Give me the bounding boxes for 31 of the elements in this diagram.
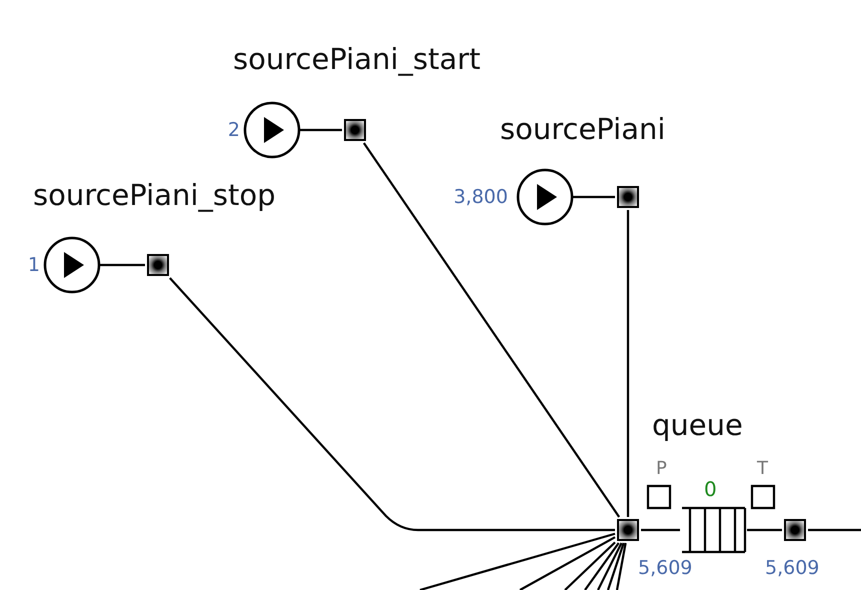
port-box (147, 254, 169, 276)
connector-line (169, 277, 615, 532)
connector-line (641, 528, 680, 532)
connector-line (564, 542, 616, 590)
port-box (617, 519, 639, 541)
port-letter: T (757, 459, 768, 479)
block-name: sourcePiani (500, 112, 666, 146)
connector-line (420, 532, 616, 590)
connector-line (584, 542, 620, 590)
connector-line (519, 536, 616, 590)
block-name: sourcePiani_stop (33, 178, 276, 212)
connector-line (362, 142, 620, 518)
block-name: queue (652, 408, 743, 442)
connector-line (808, 528, 861, 532)
connector-line (300, 128, 342, 132)
port-letter: P (656, 459, 667, 479)
connector-line (100, 264, 145, 266)
count-label: 1 (28, 254, 40, 276)
block-name: sourcePiani_start (233, 42, 480, 76)
connector-line (573, 196, 615, 198)
connector-line (626, 210, 630, 517)
port-box (784, 519, 806, 541)
connector-line (597, 542, 622, 590)
count-label: 3,800 (454, 186, 508, 208)
port-box (344, 119, 366, 141)
connector-line (747, 528, 782, 532)
count-label: 0 (704, 478, 717, 500)
connector-line (606, 542, 625, 590)
connector-line (616, 542, 627, 590)
port-box (617, 186, 639, 208)
count-label: 2 (228, 119, 240, 141)
